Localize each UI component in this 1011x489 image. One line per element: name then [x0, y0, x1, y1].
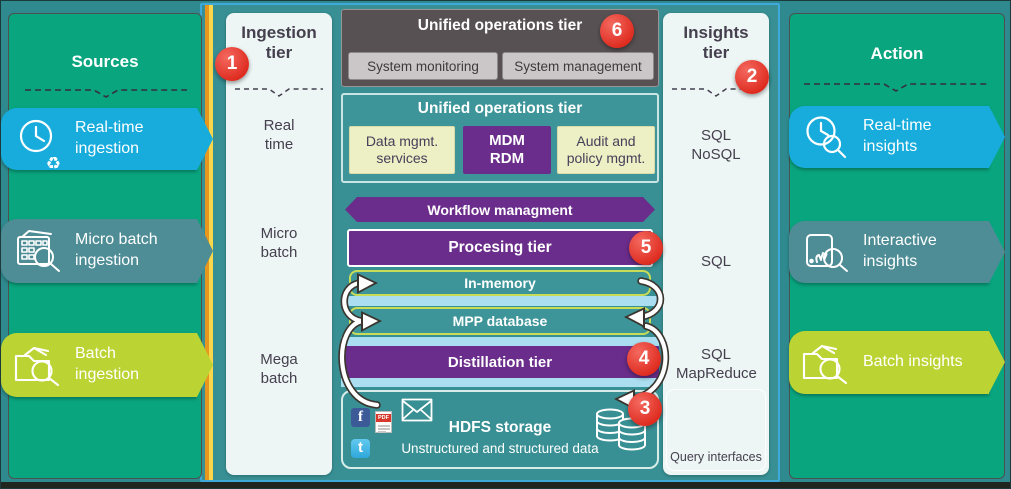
light-blue-band: [341, 337, 659, 346]
bottom-edge: [1, 482, 1010, 488]
unified-operations-tier-top: Unified operations tier System monitorin…: [341, 9, 659, 87]
pdf-icon: PDF: [375, 411, 392, 433]
clock-magnifier-icon: [789, 114, 863, 160]
ingestion-tier-title: Ingestion tier: [241, 23, 317, 62]
data-flow-arrows: [338, 273, 670, 410]
folder-magnifier-icon: [789, 342, 863, 384]
step-badge-1: 1: [215, 47, 249, 81]
tablet-magnifier-icon: [789, 231, 863, 273]
insights-tier-title: Insights tier: [683, 23, 749, 62]
hdfs-subtitle: Unstructured and structured data: [401, 441, 599, 456]
mdm-rdm-box: MDM RDM: [463, 126, 551, 174]
step-badge-4: 4: [627, 342, 661, 376]
source-real-time-ingestion: ♻ Real-time ingestion: [1, 108, 213, 174]
clock-recycle-icon: ♻: [1, 116, 75, 174]
twitter-icon: t: [351, 439, 370, 458]
ingestion-label-mega-batch: Mega batch: [260, 351, 298, 387]
system-management-button: System management: [502, 52, 654, 80]
badge-label: Batch insights: [863, 353, 963, 371]
hdfs-storage-box: f PDF t HDFS storage Unstructured and st…: [341, 390, 659, 469]
dashed-separator: [672, 88, 760, 97]
badge-label: Real-time insights: [863, 117, 932, 155]
in-memory-box: In-memory: [349, 270, 651, 296]
source-batch-ingestion: Batch ingestion: [1, 333, 213, 397]
hdfs-title: HDFS storage: [448, 419, 552, 436]
calendar-magnifier-icon: [1, 228, 75, 274]
light-blue-band: [341, 296, 659, 306]
sources-title: Sources: [71, 52, 139, 71]
insights-tier-column: Insights tier SQL NoSQL SQL Query interf…: [663, 13, 769, 475]
light-blue-band: [341, 378, 659, 387]
action-real-time-insights: Real-time insights: [789, 106, 1005, 168]
query-interfaces-box: Query interfaces: [666, 389, 766, 471]
step-badge-5: 5: [629, 231, 663, 265]
dashed-separator: [25, 89, 187, 98]
ingestion-label-real-time: Real time: [263, 117, 295, 153]
facebook-icon: f: [351, 408, 370, 427]
processing-tier-box: Procesing tier: [347, 229, 653, 267]
query-interfaces-label: Query interfaces: [670, 450, 762, 464]
insights-label-sql: SQL: [700, 253, 731, 270]
step-badge-6: 6: [600, 14, 634, 48]
badge-label: Batch ingestion: [75, 345, 140, 383]
dashed-separator: [235, 88, 323, 97]
unified-operations-title: Unified operations tier: [417, 17, 583, 34]
insights-label-sql-nosql: SQL NoSQL: [691, 127, 741, 163]
folder-magnifier-icon: [1, 344, 75, 386]
workflow-management-band: Workflow managment: [345, 197, 655, 222]
action-title: Action: [870, 44, 924, 63]
source-micro-batch-ingestion: Micro batch ingestion: [1, 219, 213, 283]
unified-operations-inner-title: Unified operations tier: [417, 100, 583, 117]
data-mgmt-services-box: Data mgmt. services: [349, 126, 455, 174]
badge-label: Real-time ingestion: [75, 119, 144, 157]
badge-label: Micro batch ingestion: [75, 231, 158, 269]
step-badge-3: 3: [628, 392, 662, 426]
ingestion-label-micro-batch: Micro batch: [260, 225, 298, 261]
envelope-icon: [401, 398, 433, 422]
audit-policy-mgmt-box: Audit and policy mgmt.: [557, 126, 655, 174]
recycle-glyph: ♻: [45, 154, 61, 174]
badge-label: Interactive insights: [863, 232, 937, 270]
action-interactive-insights: Interactive insights: [789, 221, 1005, 283]
mpp-database-box: MPP database: [349, 307, 651, 335]
insights-label-sql-mapreduce: SQL MapReduce: [676, 346, 757, 382]
step-badge-2: 2: [735, 60, 769, 94]
database-cylinders-icon: [593, 405, 649, 457]
system-monitoring-button: System monitoring: [348, 52, 498, 80]
ingestion-tier-column: Ingestion tier Real time Micro batch Meg…: [226, 13, 332, 475]
unified-operations-tier-inner: Unified operations tier Data mgmt. servi…: [341, 93, 659, 183]
dashed-separator: [804, 83, 988, 92]
distillation-tier-box: Distillation tier: [341, 346, 659, 378]
action-batch-insights: Batch insights: [789, 331, 1005, 394]
